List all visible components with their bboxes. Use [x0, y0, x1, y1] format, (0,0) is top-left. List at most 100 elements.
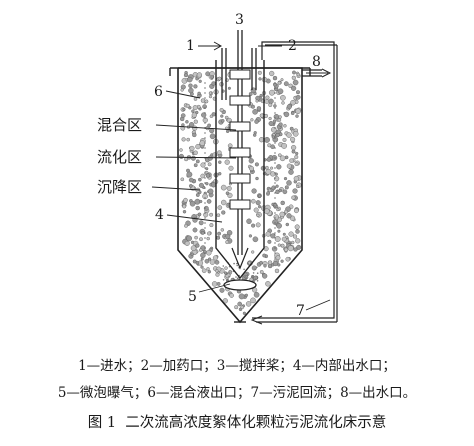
- sludge-granule: [180, 177, 185, 182]
- sludge-granule: [207, 123, 212, 128]
- sludge-granule: [216, 213, 221, 217]
- sludge-granule: [215, 269, 219, 273]
- sludge-granule: [262, 253, 267, 258]
- sludge-granule: [208, 94, 213, 99]
- sludge-granule: [216, 235, 221, 240]
- sludge-granule: [217, 76, 222, 81]
- sludge-granule: [188, 177, 194, 183]
- sludge-granule: [198, 79, 202, 83]
- sludge-granule: [200, 265, 204, 269]
- sludge-granule: [227, 86, 231, 90]
- sludge-granule: [288, 231, 294, 237]
- sludge-granule: [201, 268, 207, 274]
- sludge-granule: [251, 188, 257, 194]
- sludge-granule: [277, 118, 282, 122]
- sludge-granule: [200, 257, 204, 261]
- figure-number: 图 1: [87, 415, 117, 431]
- sludge-granule: [196, 72, 203, 78]
- micro-bubble: [228, 275, 230, 278]
- sludge-granule: [200, 252, 206, 259]
- sludge-granule: [198, 248, 203, 252]
- sludge-granule: [259, 113, 264, 118]
- zone-settling: 沉降区: [97, 178, 143, 196]
- sludge-granule: [272, 75, 278, 81]
- sludge-granule: [193, 119, 198, 124]
- sludge-granule: [251, 250, 255, 254]
- sludge-granule: [224, 266, 228, 270]
- sludge-granule: [273, 104, 277, 108]
- sludge-granule: [248, 158, 254, 164]
- legend-line-1: 1—进水；2—加药口；3—搅拌桨；4—内部出水口；: [78, 358, 396, 374]
- sludge-granule: [244, 293, 248, 297]
- micro-bubble: [232, 277, 235, 280]
- sludge-granule: [234, 305, 239, 310]
- sludge-granule: [275, 184, 279, 188]
- sludge-granule: [279, 155, 286, 162]
- sludge-granule: [256, 106, 262, 111]
- micro-bubble: [226, 279, 228, 281]
- sludge-granule: [225, 191, 230, 195]
- sludge-granule: [188, 87, 194, 94]
- sludge-granule: [281, 236, 287, 242]
- sludge-granule: [181, 123, 185, 127]
- sludge-granule: [288, 169, 294, 175]
- sludge-granule: [291, 195, 296, 200]
- sludge-granule: [254, 119, 259, 124]
- sludge-granule: [290, 99, 296, 106]
- sludge-granule: [190, 155, 196, 161]
- sludge-granule: [197, 212, 202, 217]
- sludge-granule: [292, 188, 298, 194]
- sludge-granule: [180, 113, 186, 118]
- micro-bubble: [229, 272, 231, 274]
- sludge-granule: [250, 297, 256, 304]
- sludge-granule: [255, 222, 261, 228]
- sludge-granule: [284, 209, 288, 214]
- sludge-granule: [255, 176, 259, 181]
- sludge-granule: [252, 236, 259, 243]
- inlet-pipe: [198, 41, 227, 100]
- micro-bubble: [254, 268, 256, 271]
- sludge-granule: [211, 281, 218, 287]
- sludge-granule: [274, 236, 281, 242]
- sludge-granule: [285, 222, 289, 227]
- sludge-granule: [253, 207, 259, 213]
- sludge-granule: [205, 182, 209, 186]
- sludge-granule: [259, 260, 263, 265]
- sludge-granule: [275, 133, 280, 138]
- sludge-granule: [191, 109, 195, 113]
- sludge-granule: [293, 247, 298, 252]
- sludge-granule: [220, 199, 227, 206]
- sludge-granule: [220, 228, 225, 232]
- sludge-granule: [219, 287, 225, 293]
- sludge-granule: [279, 211, 285, 218]
- sludge-granule: [193, 84, 198, 89]
- sludge-granule: [182, 204, 187, 209]
- sludge-granule: [291, 85, 297, 91]
- sludge-granule: [268, 120, 274, 126]
- sludge-granule: [264, 99, 270, 104]
- sludge-granule: [195, 159, 200, 164]
- sludge-granule: [198, 182, 204, 188]
- sludge-granule: [258, 205, 262, 209]
- sludge-granule: [220, 119, 225, 123]
- sludge-granule: [192, 259, 197, 264]
- sludge-granule: [252, 109, 258, 115]
- sludge-granule: [211, 81, 216, 86]
- sludge-granule: [199, 237, 203, 242]
- sludge-granule: [284, 247, 289, 252]
- sludge-granule: [192, 105, 198, 111]
- sludge-granule: [188, 184, 193, 188]
- micro-bubble: [251, 276, 254, 279]
- sludge-granule: [195, 243, 200, 248]
- micro-bubble: [225, 273, 228, 276]
- sludge-granule: [248, 165, 254, 171]
- sludge-granule: [197, 91, 201, 96]
- draft-tube: [215, 60, 265, 280]
- sludge-granule: [259, 270, 264, 274]
- sludge-granule: [220, 184, 227, 191]
- sludge-granule: [295, 94, 301, 100]
- sludge-granule: [265, 168, 272, 175]
- sludge-granule: [200, 162, 206, 168]
- sludge-granule: [283, 81, 289, 87]
